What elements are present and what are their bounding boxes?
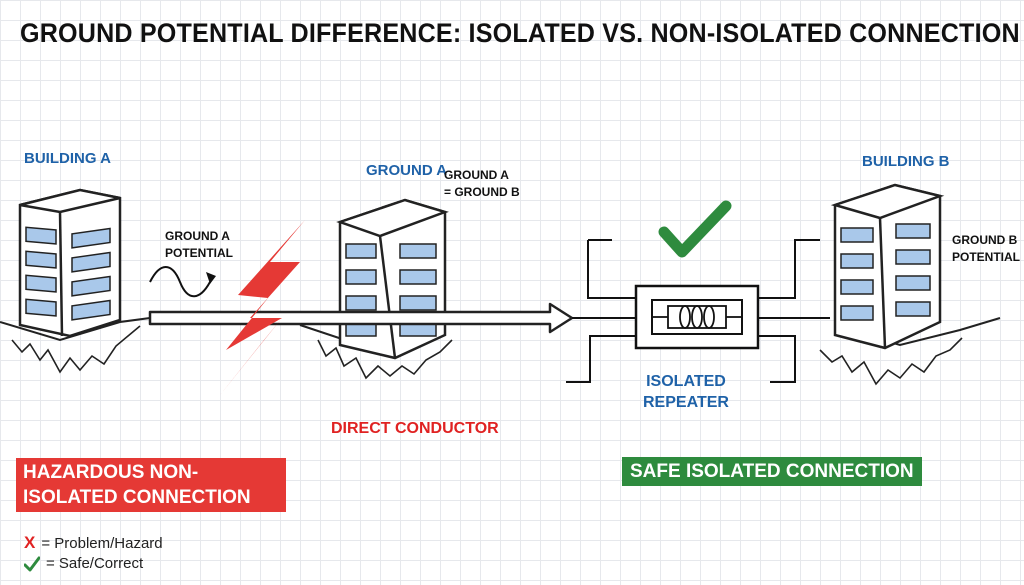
direct-conductor-arrow: [148, 302, 574, 334]
ground-a-label: GROUND A: [366, 162, 448, 179]
building-b-illustration: [819, 183, 1001, 386]
check-icon: [24, 556, 40, 571]
direct-conductor-label: DIRECT CONDUCTOR: [331, 420, 499, 437]
potential-wave-icon: [149, 266, 211, 298]
legend-item-safe: = Safe/Correct: [24, 555, 143, 572]
ground-equality-label: GROUND A = GROUND B: [444, 167, 520, 201]
isolated-repeater-line1: ISOLATED: [646, 373, 726, 390]
safe-connection-badge: SAFE ISOLATED CONNECTION: [622, 457, 922, 486]
lightning-bolt-icon: [220, 220, 305, 395]
ground-equality-line1: GROUND A: [444, 168, 509, 182]
ground-a-potential-line1: GROUND A: [165, 229, 230, 243]
isolated-repeater-label: ISOLATED REPEATER: [643, 371, 729, 413]
ground-equality-line2: = GROUND B: [444, 185, 520, 199]
ground-b-potential-line2: POTENTIAL: [952, 250, 1020, 264]
checkmark-icon: [658, 200, 732, 258]
page-title: GROUND POTENTIAL DIFFERENCE: ISOLATED VS…: [20, 18, 1020, 48]
building-a-illustration: [0, 188, 151, 374]
hazardous-connection-badge: HAZARDOUS NON-ISOLATED CONNECTION: [16, 458, 286, 512]
isolated-repeater-line2: REPEATER: [643, 394, 729, 411]
legend-item-hazard: X = Problem/Hazard: [24, 533, 163, 553]
building-a-label: BUILDING A: [24, 150, 111, 167]
building-b-label: BUILDING B: [862, 153, 950, 170]
ground-a-potential-label: GROUND A POTENTIAL: [165, 228, 233, 262]
legend-hazard-text: = Problem/Hazard: [41, 534, 163, 552]
legend-safe-text: = Safe/Correct: [46, 555, 144, 572]
isolated-repeater-illustration: [566, 239, 830, 383]
ground-a-potential-line2: POTENTIAL: [165, 246, 233, 260]
middle-building-illustration: [299, 198, 453, 380]
wave-arrowhead-icon: [206, 272, 216, 284]
ground-b-potential-label: GROUND B POTENTIAL: [952, 232, 1020, 266]
ground-b-potential-line1: GROUND B: [952, 233, 1018, 247]
x-icon: X: [24, 533, 36, 552]
